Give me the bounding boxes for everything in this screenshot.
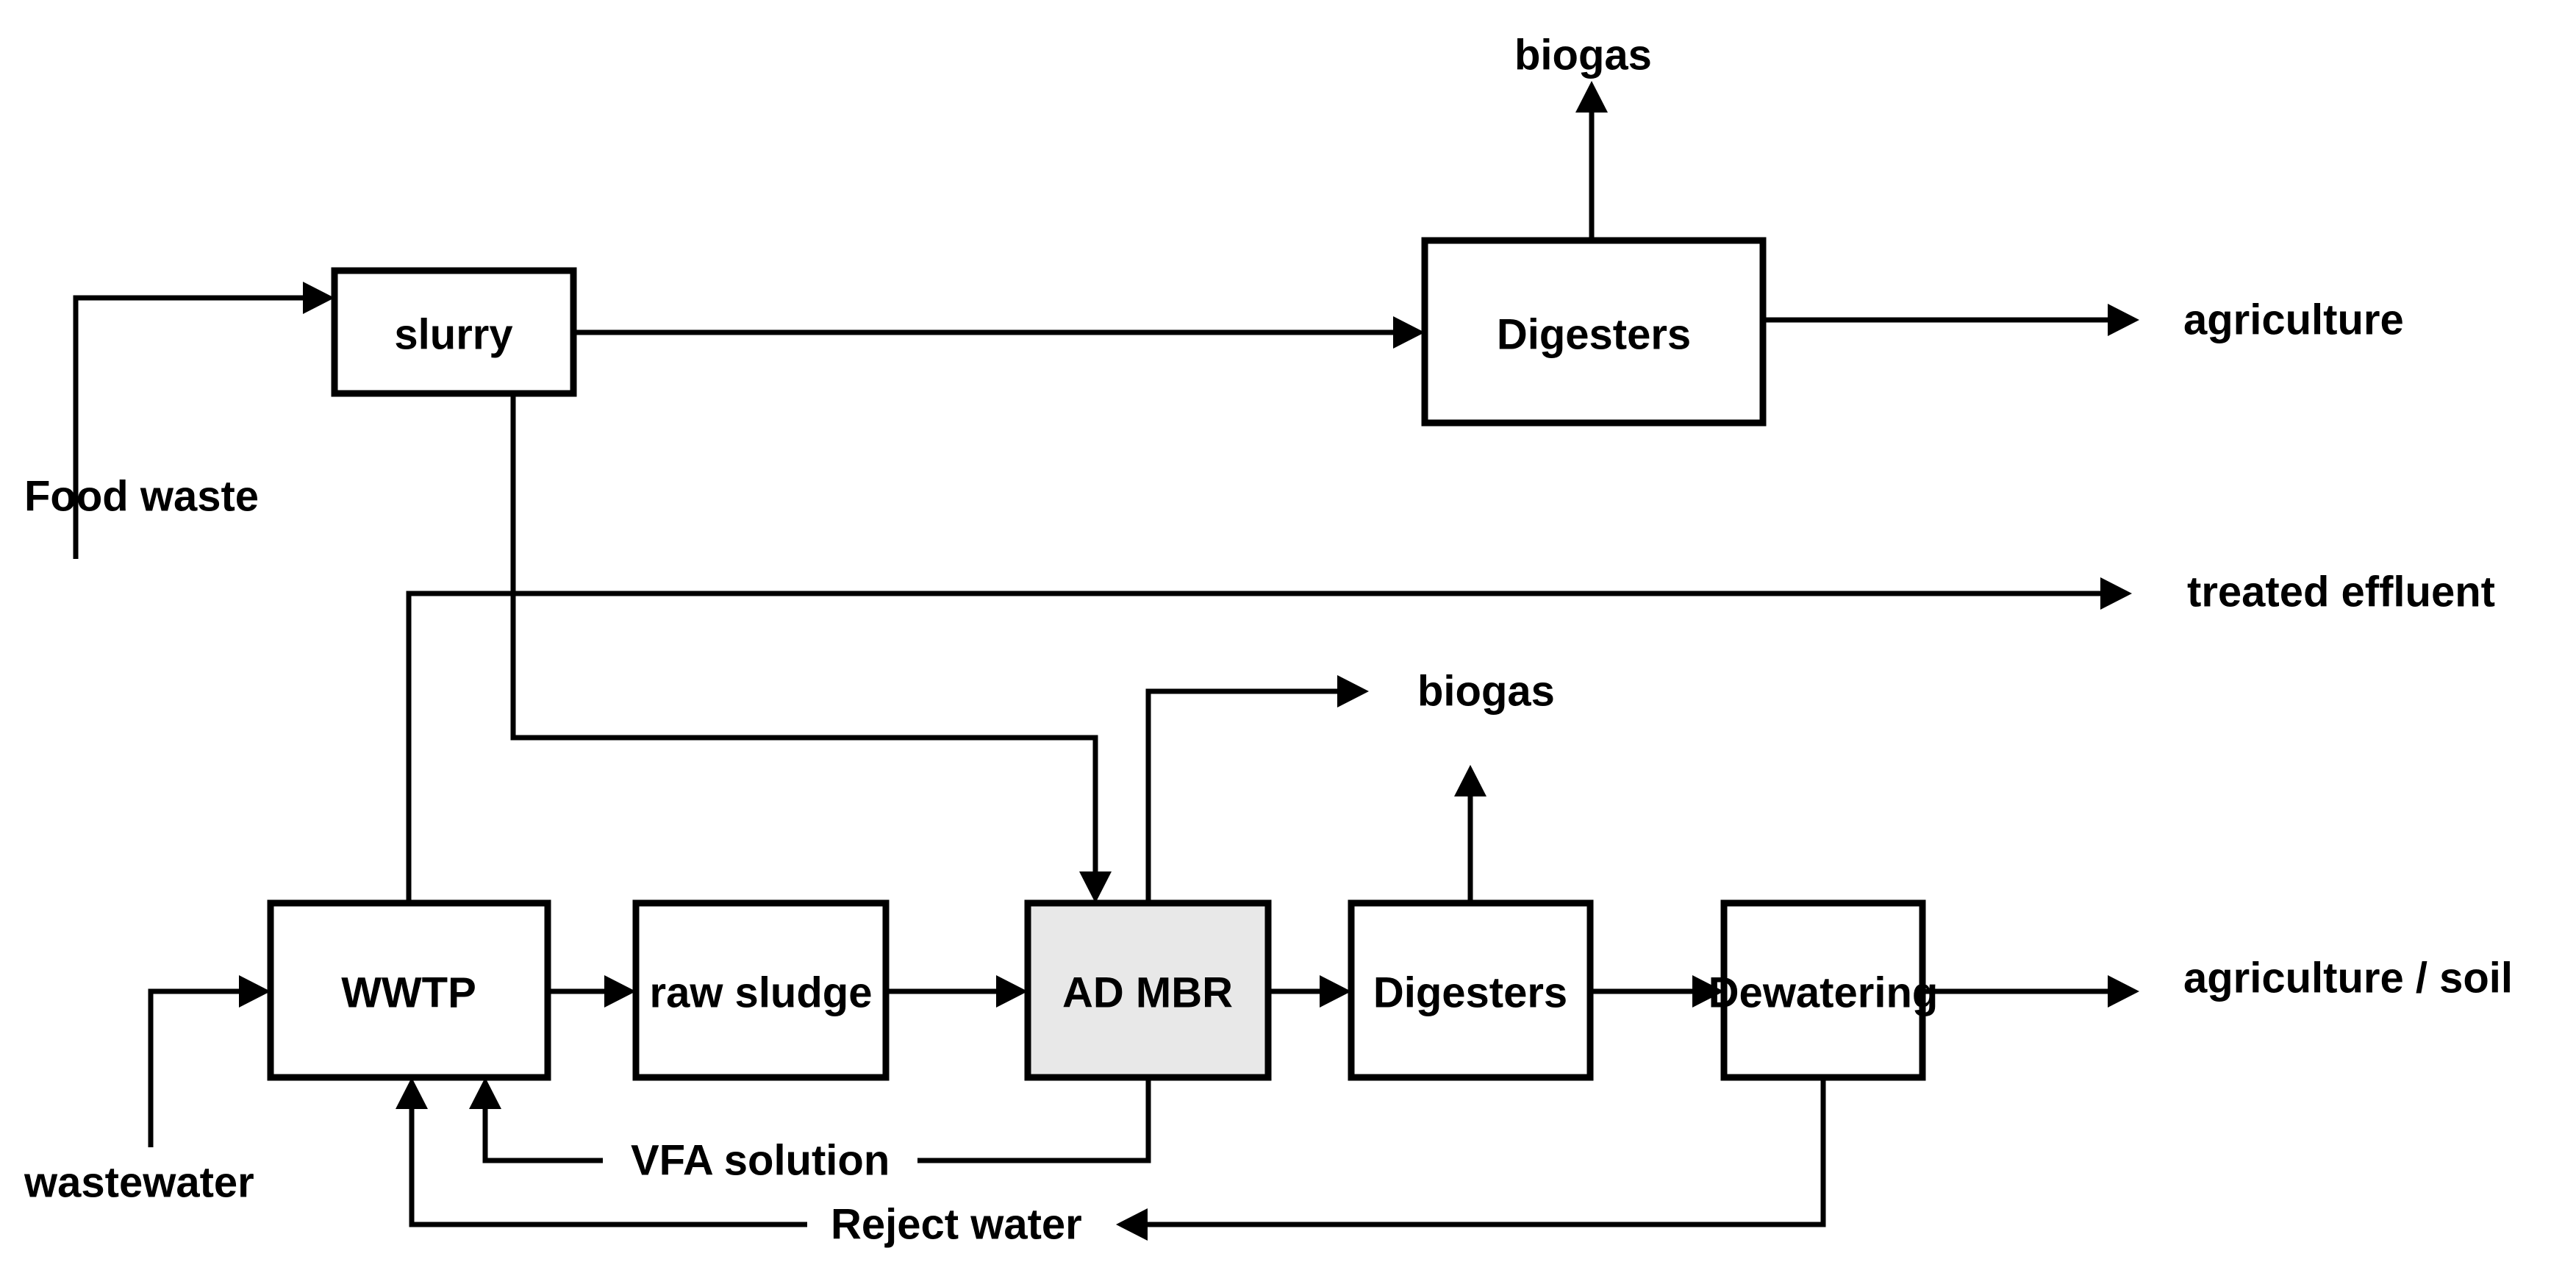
label-agriculture: agriculture xyxy=(2183,296,2404,344)
edge-wwtp-to-treated-effluent xyxy=(406,577,2132,903)
arrowhead-icon xyxy=(1575,81,1608,113)
label-biogas-top: biogas xyxy=(1514,32,1652,79)
node-label-dewatering: Dewatering xyxy=(1709,969,1939,1017)
label-agriculture-soil: agriculture / soil xyxy=(2183,955,2513,1002)
arrowhead-icon xyxy=(2108,975,2139,1008)
arrowhead-icon xyxy=(1337,675,1369,707)
arrowhead-icon xyxy=(239,975,271,1008)
arrowhead-icon xyxy=(1692,975,1724,1008)
edge-ad-mbr-to-digesters-bot xyxy=(1268,975,1351,1008)
edge-dewatering-to-agriculture-soil xyxy=(1922,975,2139,1008)
arrowhead-icon xyxy=(996,975,1028,1008)
node-label-digesters-top: Digesters xyxy=(1497,311,1691,359)
node-label-ad-mbr: AD MBR xyxy=(1062,969,1233,1017)
label-biogas-bottom: biogas xyxy=(1417,668,1555,716)
node-slurry[interactable]: slurry xyxy=(331,267,577,397)
label-vfa-solution: VFA solution xyxy=(631,1137,890,1185)
edge-food-waste-to-slurry xyxy=(73,282,334,559)
edge-slurry-to-digesters-top xyxy=(573,316,1425,349)
edge-wwtp-to-raw-sludge xyxy=(548,975,636,1008)
edge-digesters-bot-to-dewatering xyxy=(1590,975,1724,1008)
arrowhead-icon xyxy=(469,1077,501,1109)
edge-raw-sludge-to-ad-mbr xyxy=(886,975,1028,1008)
arrowhead-icon xyxy=(396,1077,428,1109)
arrowhead-icon xyxy=(2100,577,2132,610)
node-label-slurry: slurry xyxy=(394,311,512,359)
arrowhead-icon xyxy=(303,282,334,314)
node-label-wwtp: WWTP xyxy=(341,969,476,1017)
node-digesters-bottom[interactable]: Digesters xyxy=(1348,899,1594,1081)
node-raw-sludge[interactable]: raw sludge xyxy=(632,899,890,1081)
arrowhead-icon xyxy=(1454,765,1486,796)
node-label-raw-sludge: raw sludge xyxy=(650,969,873,1017)
edge-ad-mbr-to-biogas xyxy=(1145,675,1369,903)
label-treated-effluent: treated effluent xyxy=(2187,568,2495,616)
node-wwtp[interactable]: WWTP xyxy=(267,899,551,1081)
label-wastewater: wastewater xyxy=(24,1159,254,1207)
arrowhead-icon xyxy=(1320,975,1351,1008)
edge-wastewater-to-wwtp xyxy=(148,975,271,1147)
arrowhead-icon xyxy=(604,975,636,1008)
edge-dewatering-to-reject-wwtp xyxy=(396,1077,1826,1241)
node-dewatering[interactable]: Dewatering xyxy=(1709,899,1939,1081)
arrowhead-icon xyxy=(2108,304,2139,336)
edge-ad-mbr-to-vfa-wwtp xyxy=(469,1077,1151,1163)
label-food-waste: Food waste xyxy=(24,473,259,521)
node-label-digesters-bottom: Digesters xyxy=(1373,969,1567,1017)
edge-digesters-top-to-agriculture xyxy=(1763,304,2139,336)
node-ad-mbr[interactable]: AD MBR xyxy=(1024,899,1272,1081)
edge-slurry-to-ad-mbr xyxy=(510,393,1112,903)
arrowhead-icon xyxy=(1393,316,1425,349)
arrowhead-icon xyxy=(1116,1208,1148,1241)
edge-digesters-bot-to-biogas xyxy=(1454,765,1486,903)
edge-digesters-top-to-biogas xyxy=(1575,81,1608,240)
label-reject-water: Reject water xyxy=(831,1201,1082,1249)
node-digesters-top[interactable]: Digesters xyxy=(1421,237,1767,427)
arrowhead-icon xyxy=(1079,871,1112,903)
